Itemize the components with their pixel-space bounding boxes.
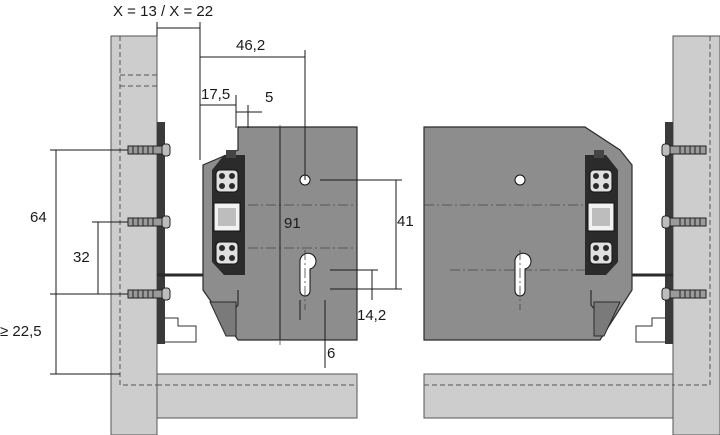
right-panel-hidden-edge	[673, 36, 711, 386]
left-cabinet-side-panel	[110, 35, 158, 435]
label-14-2: 14,2	[357, 307, 386, 324]
dim-14-2-lines	[330, 269, 378, 300]
label-41: 41	[397, 213, 414, 230]
left-drawer-bottom-board	[156, 373, 358, 419]
dim-x-offset-lines	[156, 22, 201, 160]
label-91: 91	[284, 215, 301, 232]
label-min-22-5: ≥ 22,5	[0, 323, 42, 340]
right-cabinet-side-panel	[672, 35, 720, 435]
right-mounting-plate	[665, 122, 673, 344]
right-lower-clip	[635, 317, 665, 343]
dim-5-lines	[236, 105, 262, 128]
right-screw-top	[661, 143, 707, 157]
right-bracket-keyhole	[514, 252, 532, 297]
right-bracket-base-plate	[593, 301, 621, 337]
dim-6-lines	[299, 300, 326, 368]
left-bracket-keyhole	[299, 252, 317, 297]
dim-22-5-lines	[50, 294, 120, 375]
label-32: 32	[73, 249, 90, 266]
right-bracket-round-hole	[514, 174, 526, 186]
dim-46-2-lines	[200, 50, 306, 180]
left-screw-middle	[127, 215, 171, 229]
left-panel-hidden-edge	[119, 36, 157, 386]
label-17-5: 17,5	[201, 86, 230, 103]
label-64: 64	[30, 209, 47, 226]
label-x-offset: X = 13 / X = 22	[113, 3, 213, 20]
right-screw-middle	[661, 215, 707, 229]
left-adjuster-mechanism	[212, 150, 245, 275]
dim-64-lines	[50, 149, 128, 295]
right-adjuster-mechanism	[585, 150, 618, 275]
left-mounting-plate	[157, 122, 165, 344]
left-screw-top	[127, 143, 171, 157]
right-screw-bottom	[661, 287, 707, 301]
right-drawer-bottom-board	[423, 373, 674, 419]
label-6: 6	[327, 345, 335, 362]
label-46-2: 46,2	[236, 37, 265, 54]
right-front-bracket-body	[423, 126, 633, 341]
left-screw-bottom	[127, 287, 171, 301]
dim-32-lines	[92, 221, 128, 294]
label-5: 5	[265, 89, 273, 106]
left-bracket-base-plate	[209, 301, 237, 337]
left-lower-clip	[165, 317, 197, 343]
